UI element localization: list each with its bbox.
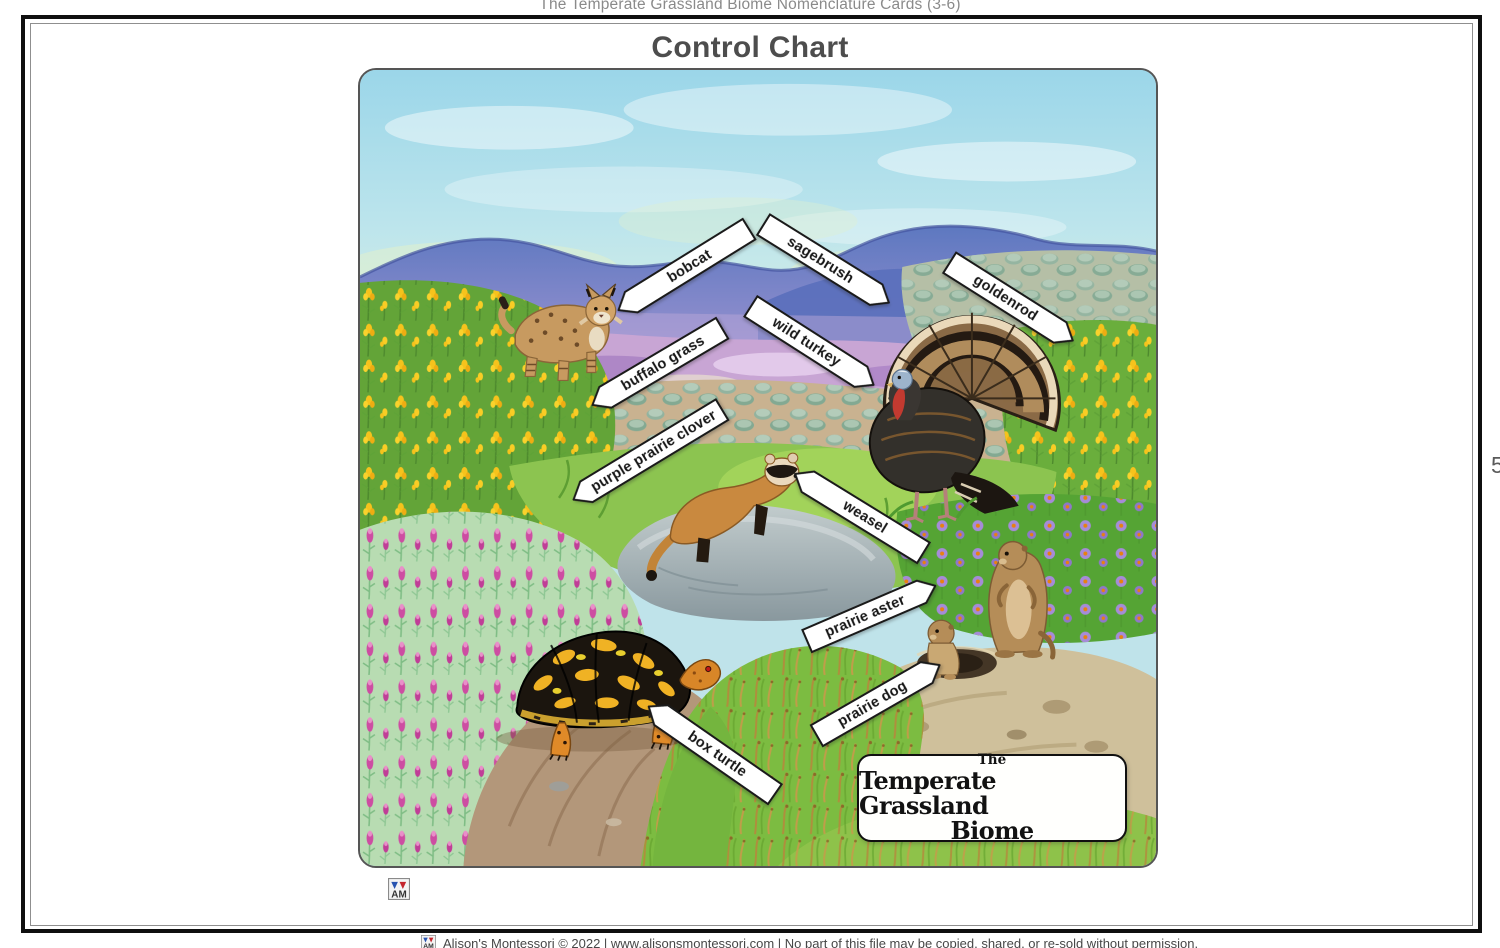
footer: AM Alison's Montessori © 2022 | www.alis… bbox=[421, 935, 1198, 948]
alisons-montessori-logo-footer: AM bbox=[421, 935, 436, 948]
biome-title-card: The Temperate Grassland Biome bbox=[857, 752, 1127, 845]
document-header: The Temperate Grassland Biome Nomenclatu… bbox=[539, 0, 961, 13]
page-title: Control Chart bbox=[651, 31, 849, 64]
label-prairie-aster: prairie aster bbox=[800, 573, 941, 654]
label-goldenrod: goldenrod bbox=[941, 250, 1081, 352]
wild-turkey-illustration bbox=[868, 312, 1061, 524]
box-turtle-illustration bbox=[496, 630, 722, 761]
footer-copyright-text: Alison's Montessori © 2022 | www.alisons… bbox=[443, 936, 1199, 948]
bobcat-illustration bbox=[498, 283, 623, 382]
label-weasel: weasel bbox=[787, 461, 931, 564]
alisons-montessori-logo: AM bbox=[388, 878, 410, 900]
label-wild-turkey: wild turkey bbox=[742, 294, 881, 396]
logo-monogram-text: AM bbox=[391, 889, 406, 900]
biome-title-line1: The bbox=[977, 752, 1007, 768]
grassland-artwork bbox=[360, 70, 1156, 866]
label-sagebrush: sagebrush bbox=[755, 212, 897, 314]
prairie-dog-illustration bbox=[988, 540, 1056, 660]
label-purple-prairie-clover: purple prairie clover bbox=[566, 397, 731, 511]
biome-title-line3: Biome bbox=[950, 816, 1034, 845]
partial-page-number: 5 bbox=[1491, 452, 1500, 478]
page-border-outer bbox=[21, 15, 1482, 933]
label-box-turtle: box turtle bbox=[640, 694, 784, 805]
page-border-inner bbox=[30, 23, 1473, 926]
label-prairie-dog: prairie dog bbox=[809, 652, 947, 747]
label-buffalo-grass: buffalo grass bbox=[584, 315, 730, 416]
logo-monogram-text: AM bbox=[423, 943, 434, 948]
biome-title-line2: Temperate Grassland bbox=[859, 766, 997, 820]
label-bobcat: bobcat bbox=[611, 216, 758, 321]
